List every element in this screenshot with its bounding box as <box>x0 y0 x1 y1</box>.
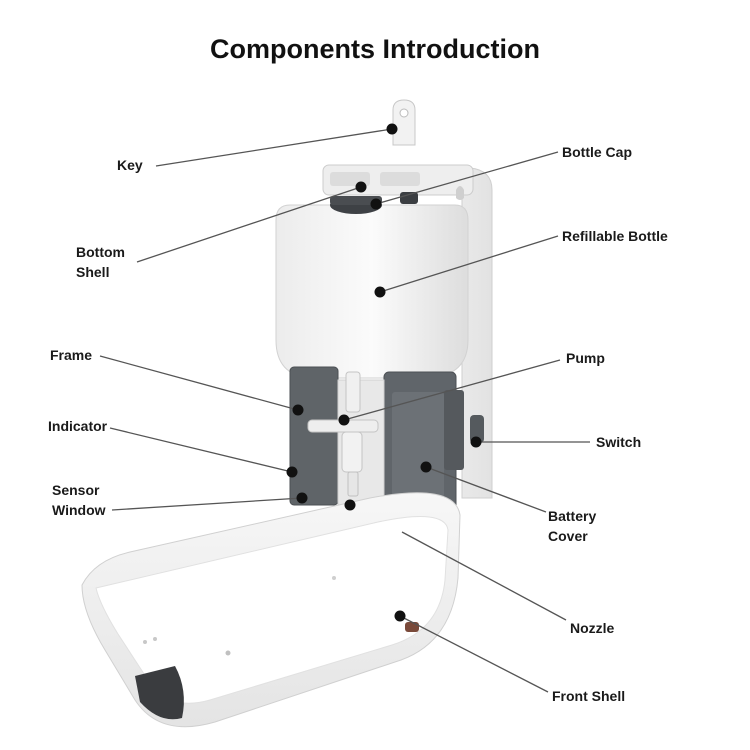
label-battery-cover-line1: Battery <box>548 508 597 524</box>
label-sensor-window-line1: Sensor <box>52 482 100 498</box>
leader-battery-cover <box>425 466 547 513</box>
label-battery-cover-line2: Cover <box>548 528 588 544</box>
dot-switch <box>470 436 482 448</box>
label-pump: Pump <box>566 350 605 366</box>
leader-indicator <box>109 427 293 473</box>
dot-key <box>386 123 398 135</box>
leader-pump <box>343 359 561 421</box>
leader-key <box>155 128 393 167</box>
label-bottom-shell-line2: Shell <box>76 264 110 280</box>
label-switch: Switch <box>596 434 642 450</box>
dot-bottom-shell <box>355 181 367 193</box>
label-key: Key <box>117 157 143 173</box>
dot-bottle-cap <box>370 198 382 210</box>
dot-indicator <box>286 466 298 478</box>
label-front-shell: Front Shell <box>552 688 626 704</box>
label-bottom-shell-line1: Bottom <box>76 244 125 260</box>
frame-part <box>289 366 464 525</box>
leader-lines <box>99 128 590 693</box>
page-title: Components Introduction <box>210 34 540 64</box>
leader-frame <box>99 355 299 411</box>
key-part <box>392 99 416 146</box>
label-sensor-window-line2: Window <box>52 502 106 518</box>
leader-sensor-window <box>111 497 303 511</box>
dot-refillable-bottle <box>374 286 386 298</box>
label-frame: Frame <box>50 347 93 363</box>
dot-frame <box>292 404 304 416</box>
callout-dots <box>286 123 482 622</box>
pump-part <box>307 371 379 497</box>
leader-bottom-shell <box>136 186 362 263</box>
dot-pump <box>338 414 350 426</box>
dot-nozzle-upper <box>344 499 356 511</box>
refillable-bottle-part <box>275 192 469 379</box>
dot-sensor-window <box>296 492 308 504</box>
front-shell-part <box>81 492 461 728</box>
leader-front-shell <box>399 615 549 693</box>
label-indicator: Indicator <box>48 418 108 434</box>
leader-bottle-cap <box>375 151 559 205</box>
dot-front-shell <box>394 610 406 622</box>
dot-battery-cover <box>420 461 432 473</box>
leader-refillable-bottle <box>379 235 559 293</box>
leader-nozzle <box>401 531 567 621</box>
label-bottle-cap: Bottle Cap <box>562 144 632 160</box>
label-refillable-bottle: Refillable Bottle <box>562 228 668 244</box>
label-nozzle: Nozzle <box>570 620 615 636</box>
